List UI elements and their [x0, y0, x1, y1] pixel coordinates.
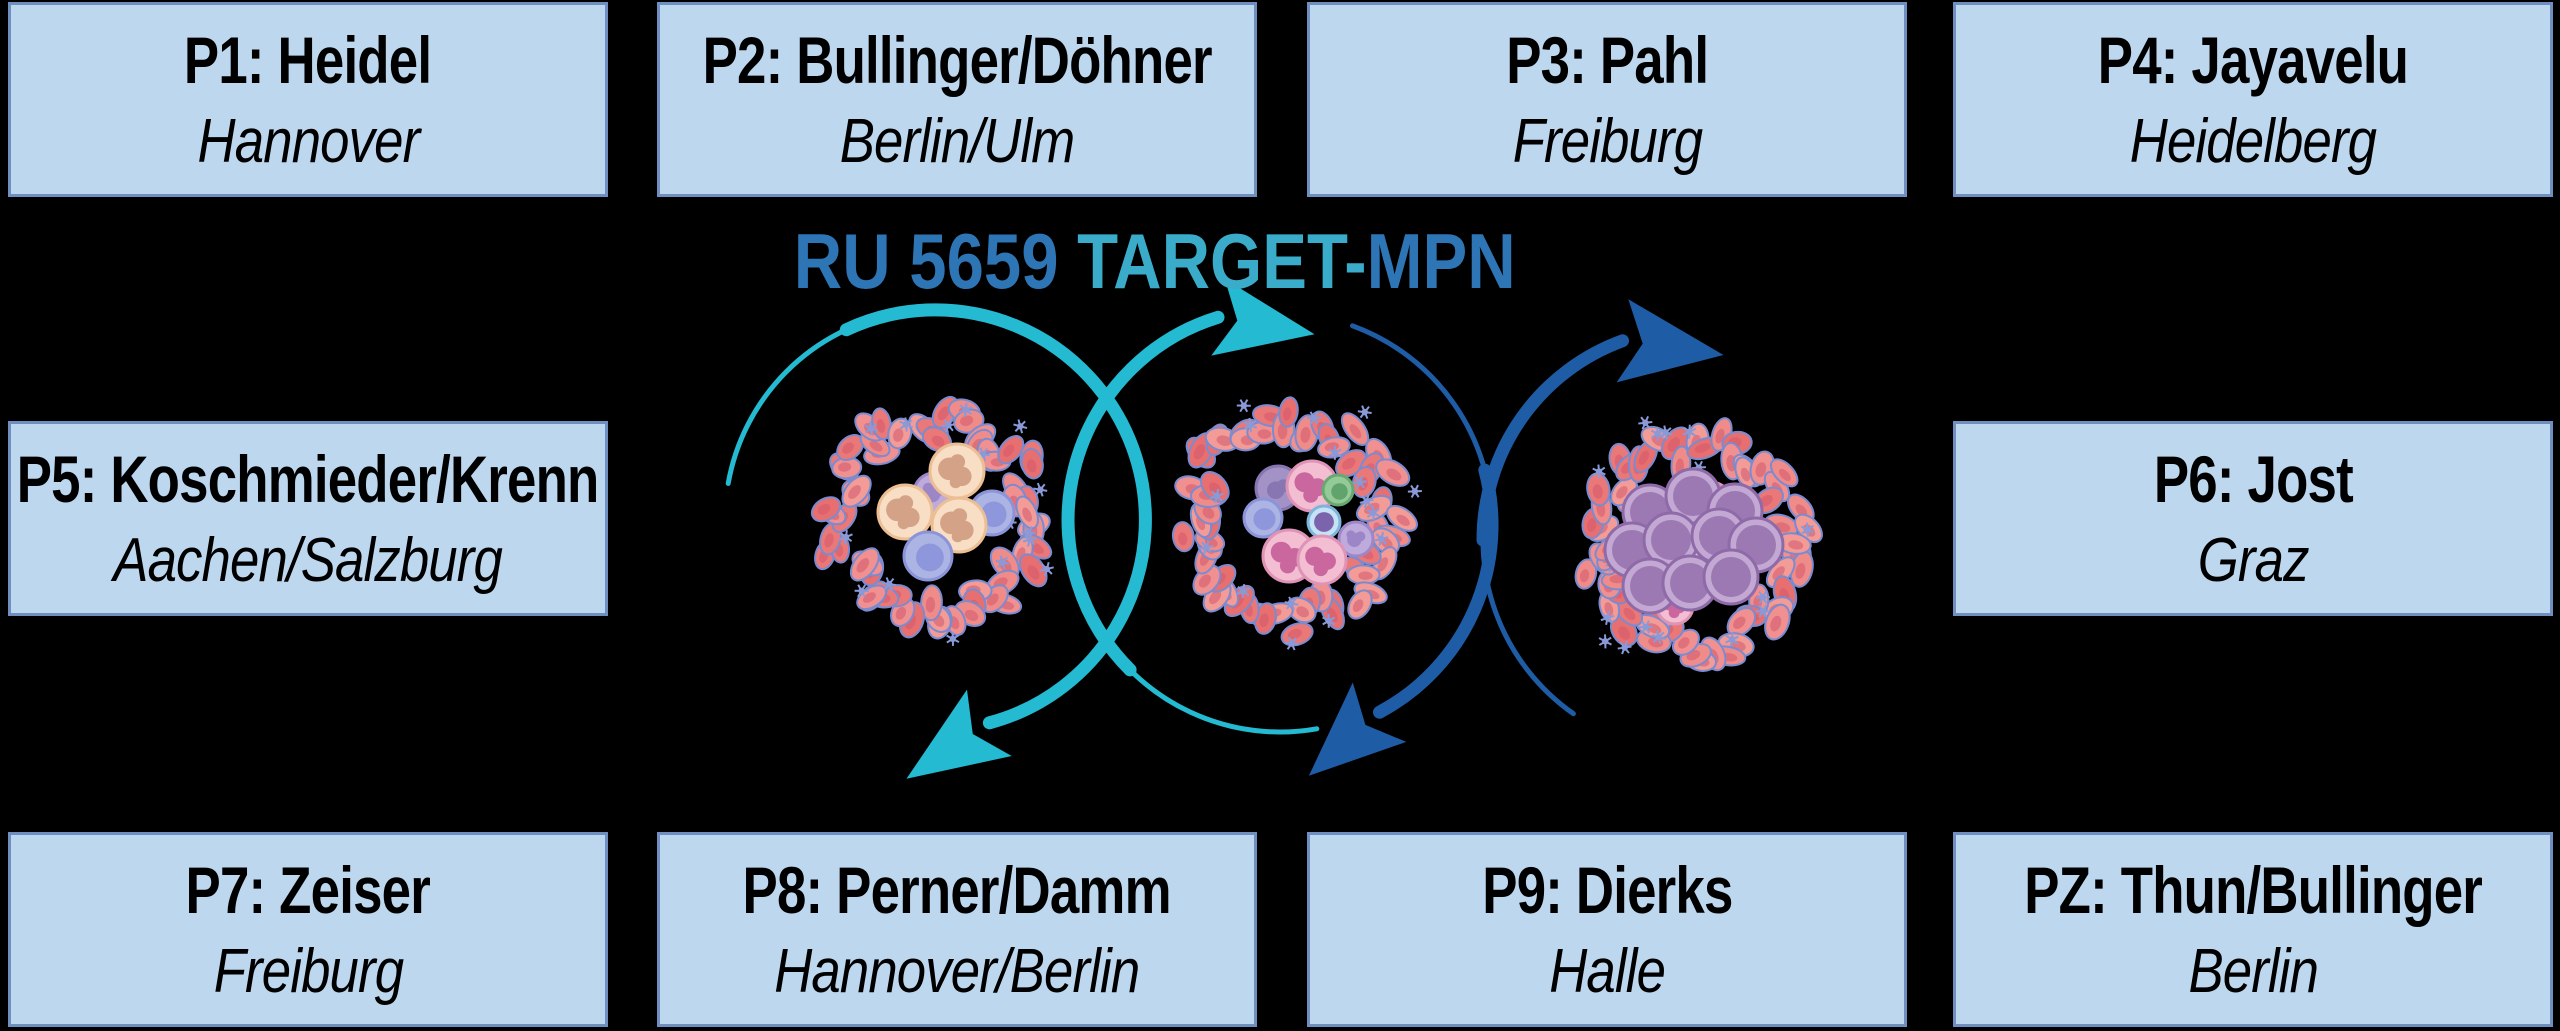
project-label: P8: Perner/Damm: [742, 852, 1172, 927]
healthy-bone-marrow-cells-icon: [810, 395, 1054, 646]
project-label: P5: Koschmieder/Krenn: [17, 441, 600, 516]
project-box-p2: P2: Bullinger/Döhner Berlin/Ulm: [657, 2, 1257, 197]
project-box-p3: P3: Pahl Freiburg: [1307, 2, 1907, 197]
arrowhead-icon: [906, 689, 1012, 779]
mpn-bone-marrow-cells-icon: [1171, 396, 1422, 651]
project-label: P7: Zeiser: [185, 852, 431, 927]
page-title-text: RU 5659 TARGET-MPN: [794, 222, 1516, 300]
project-label: P3: Pahl: [1506, 22, 1709, 97]
title-part-ru5659: RU 5659: [794, 217, 1078, 305]
project-location: Aachen/Salzburg: [113, 525, 503, 595]
project-box-p8: P8: Perner/Damm Hannover/Berlin: [657, 832, 1257, 1027]
project-label: P4: Jayavelu: [2097, 22, 2409, 97]
project-box-pz: PZ: Thun/Bullinger Berlin: [1953, 832, 2553, 1027]
project-label: PZ: Thun/Bullinger: [2024, 852, 2483, 927]
project-label: P1: Heidel: [184, 22, 432, 97]
arrowhead-icon: [1211, 278, 1315, 356]
project-location: Freiburg: [1512, 106, 1702, 176]
page-title: RU 5659 TARGET-MPN: [655, 222, 1655, 300]
blue-cycle-arrow: [1308, 299, 1724, 776]
project-location: Hannover/Berlin: [774, 936, 1140, 1006]
title-part-target: TARGET-: [1077, 217, 1367, 305]
project-box-p5: P5: Koschmieder/Krenn Aachen/Salzburg: [8, 421, 608, 616]
project-location: Graz: [2197, 525, 2310, 595]
title-part-mpn: MPN: [1366, 217, 1516, 305]
project-box-p9: P9: Dierks Halle: [1307, 832, 1907, 1027]
project-location: Hannover: [197, 106, 420, 176]
project-label: P6: Jost: [2153, 441, 2354, 516]
project-box-p4: P4: Jayavelu Heidelberg: [1953, 2, 2553, 197]
project-location: Heidelberg: [2129, 106, 2377, 176]
project-location: Halle: [1549, 936, 1666, 1006]
teal-cycle-arrow: [725, 278, 1320, 779]
project-label: P2: Bullinger/Döhner: [702, 22, 1212, 97]
arrowhead-icon: [1616, 299, 1724, 383]
project-box-p1: P1: Heidel Hannover: [8, 2, 608, 197]
project-label: P9: Dierks: [1481, 852, 1733, 927]
leukemic-blast-cells-icon: [1574, 415, 1823, 672]
project-location: Freiburg: [213, 936, 403, 1006]
project-box-p6: P6: Jost Graz: [1953, 421, 2553, 616]
arrowhead-icon: [1308, 682, 1407, 776]
project-location: Berlin/Ulm: [839, 106, 1075, 176]
project-box-p7: P7: Zeiser Freiburg: [8, 832, 608, 1027]
project-location: Berlin: [2188, 936, 2318, 1006]
